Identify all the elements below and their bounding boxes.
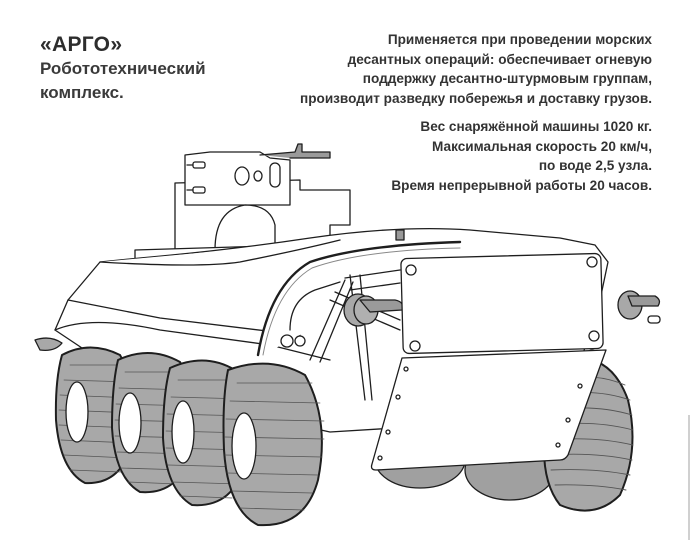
specs-paragraph: Вес снаряжённой машины 1020 кг. Максимал… [312, 117, 652, 195]
page-edge-divider [688, 415, 690, 540]
near-wheels [54, 346, 325, 527]
right-light [617, 290, 661, 324]
fender-tip [34, 337, 63, 351]
description-line: поддержку десантно-штурмовым группам, [362, 71, 652, 86]
subtitle-line: Робототехнический [40, 59, 206, 78]
description-line: производит разведку побережья и доставку… [300, 90, 652, 106]
spec-runtime: Время непрерывной работы 20 часов. [391, 177, 652, 193]
spec-weight: Вес снаряжённой машины 1020 кг. [420, 119, 652, 134]
front-plates [370, 252, 607, 471]
subtitle-line: комплекс. [40, 83, 124, 102]
description-line: Применяется при проведении морских [387, 32, 652, 47]
page-title: «АРГО» [40, 33, 123, 56]
page-subtitle: Робототехнический комплекс. [40, 57, 206, 105]
description-paragraph: Применяется при проведении морских десан… [232, 30, 652, 108]
title-block: «АРГО» Робототехнический комплекс. [40, 33, 206, 105]
spec-speed: Максимальная скорость 20 км/ч, [432, 138, 652, 154]
wheel-4 [222, 362, 325, 527]
spec-water-speed: по воде 2,5 узла. [538, 158, 652, 173]
turret [134, 143, 351, 259]
description-line: десантных операций: обеспечивает огневую [347, 51, 652, 67]
